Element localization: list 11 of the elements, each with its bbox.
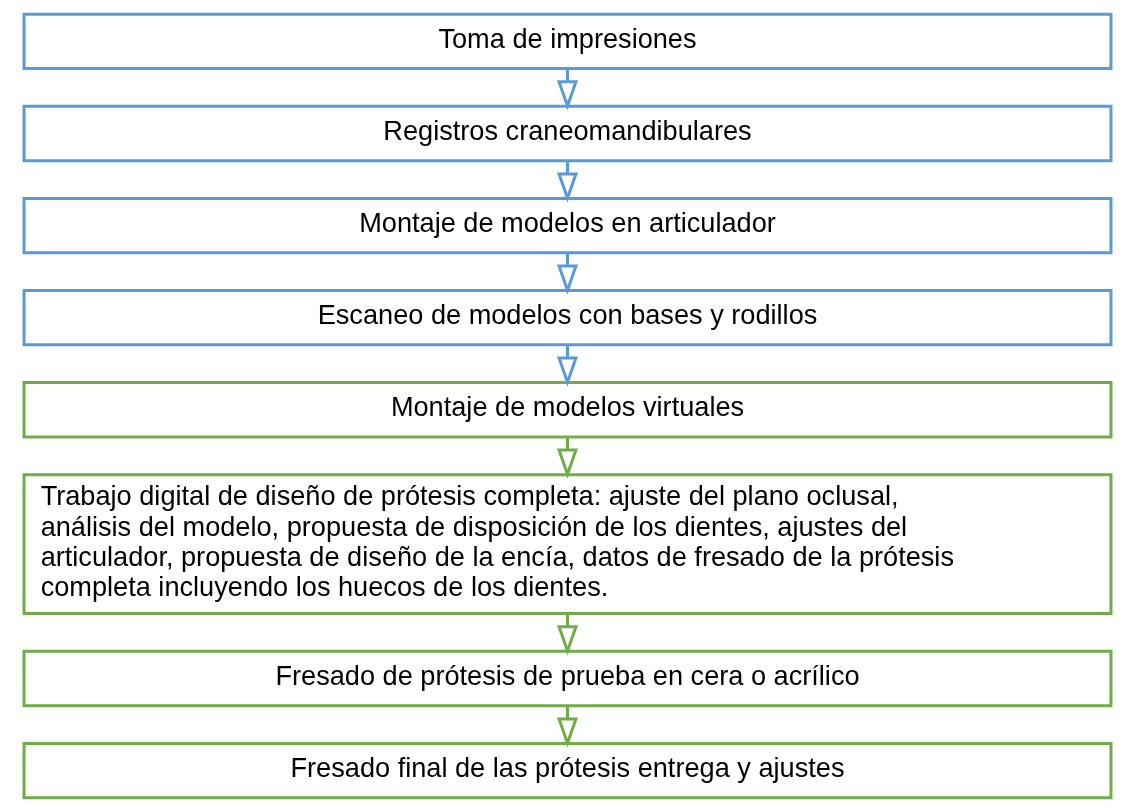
arrow — [556, 252, 579, 295]
node-box: Escaneo de modelos con bases y rodillos — [22, 289, 1113, 347]
node-box: Toma de impresiones — [22, 12, 1113, 71]
node-box: Trabajo digital de diseño de prótesis completa: ajuste del plano oclusal, análisis del modelo, propuesta de disposición de los dientes, ajustes del articulador, propuesta de diseño de la encía, datos de fresado de la prótesis completa incluyendo los huecos de los dientes. — [22, 473, 1113, 616]
arrow — [556, 437, 579, 479]
node-box: Montaje de modelos virtuales — [22, 381, 1113, 439]
node-box: Registros craneomandibulares — [22, 104, 1113, 163]
node-box: Fresado final de las prótesis entrega y ajustes — [22, 741, 1113, 800]
node-box: Fresado de prótesis de prueba en cera o acrílico — [22, 649, 1113, 708]
arrow — [556, 344, 579, 387]
node-box: Montaje de modelos en articulador — [22, 196, 1113, 255]
